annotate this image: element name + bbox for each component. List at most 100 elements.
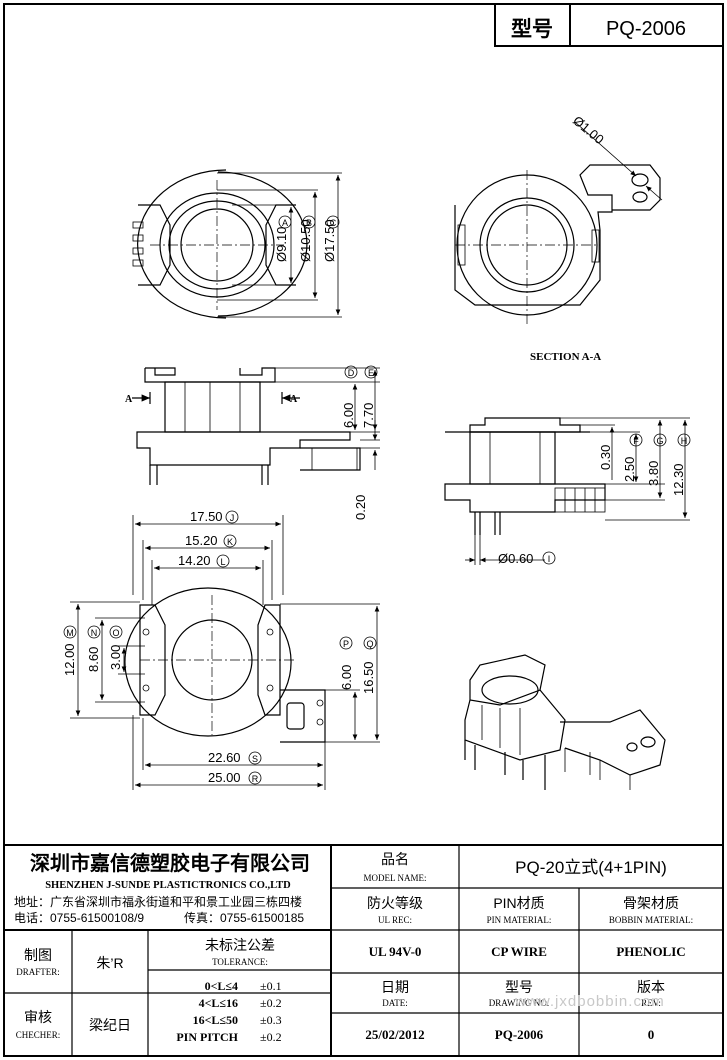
company-phone: 电话：0755-61500108/9 [14,911,144,925]
tolerance-value: ±0.1 [260,979,282,993]
dim-bottom-k: 15.20 [185,533,218,548]
letter-b: B [306,218,312,228]
dim-pin-dia: Ø0.60 [498,551,533,566]
tolerance-label-cn: 未标注公差 [205,937,275,953]
letter-r: R [252,774,259,784]
rev-label-en: REV: [641,998,661,1008]
tolerance-range: 16<L≤50 [193,1013,238,1027]
dim-bottom-j: 17.50 [190,509,223,524]
dim-bottom-n: 8.60 [86,647,101,672]
date-label-en: DATE: [382,998,408,1008]
dim-front-1230: 12.30 [671,463,686,496]
rev-value: 0 [648,1027,655,1042]
letter-a: A [282,218,288,228]
sheet-border [3,3,724,1057]
dim-top-c: Ø17.50 [322,219,337,262]
letter-d: D [348,368,355,378]
drafter-label-en: DRAFTER: [16,967,60,977]
letter-c: C [330,218,337,228]
letter-g: G [656,436,663,446]
letter-j: J [230,513,235,523]
dim-section-pin: Ø1.00 [570,113,607,147]
dim-bottom-r: 25.00 [208,770,241,785]
section-label: SECTION A-A [530,351,601,363]
bobbin-material-label-cn: 骨架材质 [623,895,679,911]
section-view: SECTION A-A [454,121,663,363]
dim-front-250: 2.50 [622,457,637,482]
checker-value: 梁纪日 [89,1017,131,1033]
dim-bottom-o: 3.00 [108,645,123,670]
dim-bottom-q: 16.50 [361,661,376,694]
dim-bottom-p: 6.00 [339,665,354,690]
checker-label-en: CHECHER: [16,1030,61,1040]
header-model-label: 型号 [511,18,553,41]
dim-bottom-m: 12.00 [62,643,77,676]
dim-front-380: 3.80 [646,461,661,486]
letter-n: N [91,628,98,638]
section-mark-a-left: A [125,394,133,405]
top-view-letters: A B C [278,215,340,229]
top-view [132,169,342,319]
watermark: www.jxdbobbin.com [514,993,665,1010]
date-value: 25/02/2012 [365,1027,424,1042]
bobbin-material-value: PHENOLIC [616,944,685,959]
fire-label-cn: 防火等级 [367,895,423,911]
letter-e: E [368,368,374,378]
model-name-label-en: MODEL NAME: [364,873,427,883]
model-name-value: PQ-20立式(4+1PIN) [515,858,667,877]
title-block: 深圳市嘉信德塑胶电子有限公司 SHENZHEN J-SUNDE PLASTICT… [4,844,723,1056]
letter-h: H [681,436,688,446]
header-model-value: PQ-2006 [606,18,686,40]
tolerance-range: 4<L≤16 [199,996,238,1010]
letter-p: P [343,639,349,649]
date-label-cn: 日期 [381,979,409,995]
front-view: F G H I [444,417,691,565]
company-fax: 传真：0755-61500185 [184,910,304,925]
tolerance-range: PIN PITCH [176,1030,238,1044]
tolerance-label-en: TOLERANCE: [212,957,268,967]
fire-label-en: UL REC: [378,915,412,925]
letter-m: M [66,628,74,638]
letter-s: S [252,754,258,764]
isometric-view [464,654,666,790]
letter-k: K [227,537,233,547]
dim-top-a: Ø9.10 [274,227,289,262]
rev-label-cn: 版本 [637,979,665,995]
pin-material-label-en: PIN MATERIAL: [487,915,552,925]
tolerance-value: ±0.2 [260,996,282,1010]
letter-i: I [548,554,551,564]
header-box: 型号 PQ-2006 [494,3,724,47]
drawing-no-label-en: DRAWING NO: [489,998,550,1008]
drawing-no-label-cn: 型号 [505,979,533,995]
dim-top-b: Ø10.50 [298,219,313,262]
tolerance-value: ±0.2 [260,1030,282,1044]
section-mark-a-right: A [290,394,298,405]
letter-q: Q [366,639,373,649]
tolerance-value: ±0.3 [260,1013,282,1027]
dim-bottom-s: 22.60 [208,750,241,765]
side-view: A A D E [125,365,380,485]
pin-material-label-cn: PIN材质 [493,895,544,911]
letter-o: O [112,628,119,638]
fire-value: UL 94V-0 [369,944,422,959]
dim-side-770: 7.70 [361,403,376,428]
company-name-cn: 深圳市嘉信德塑胶电子有限公司 [30,851,310,875]
dim-front-030: 0.30 [598,445,613,470]
letter-f: F [633,436,639,446]
company-address: 地址：广东省深圳市福永街道和平和景工业园三栋四楼 [14,894,302,909]
model-name-label-cn: 品名 [381,851,409,867]
drawing-no-value: PQ-2006 [495,1027,544,1042]
bobbin-material-label-en: BOBBIN MATERIAL: [609,915,693,925]
dim-side-020: 0.20 [353,495,368,520]
company-name-en: SHENZHEN J-SUNDE PLASTICTRONICS CO.,LTD [45,880,291,891]
checker-label-cn: 审核 [24,1009,52,1025]
bottom-view [70,515,380,790]
dim-side-600: 6.00 [341,403,356,428]
letter-l: L [220,557,225,567]
drafter-value: 朱’R [96,955,123,971]
tolerance-range: 0<L≤4 [205,979,238,993]
drafter-label-cn: 制图 [24,947,52,963]
pin-material-value: CP WIRE [491,944,547,959]
dim-bottom-l: 14.20 [178,553,211,568]
